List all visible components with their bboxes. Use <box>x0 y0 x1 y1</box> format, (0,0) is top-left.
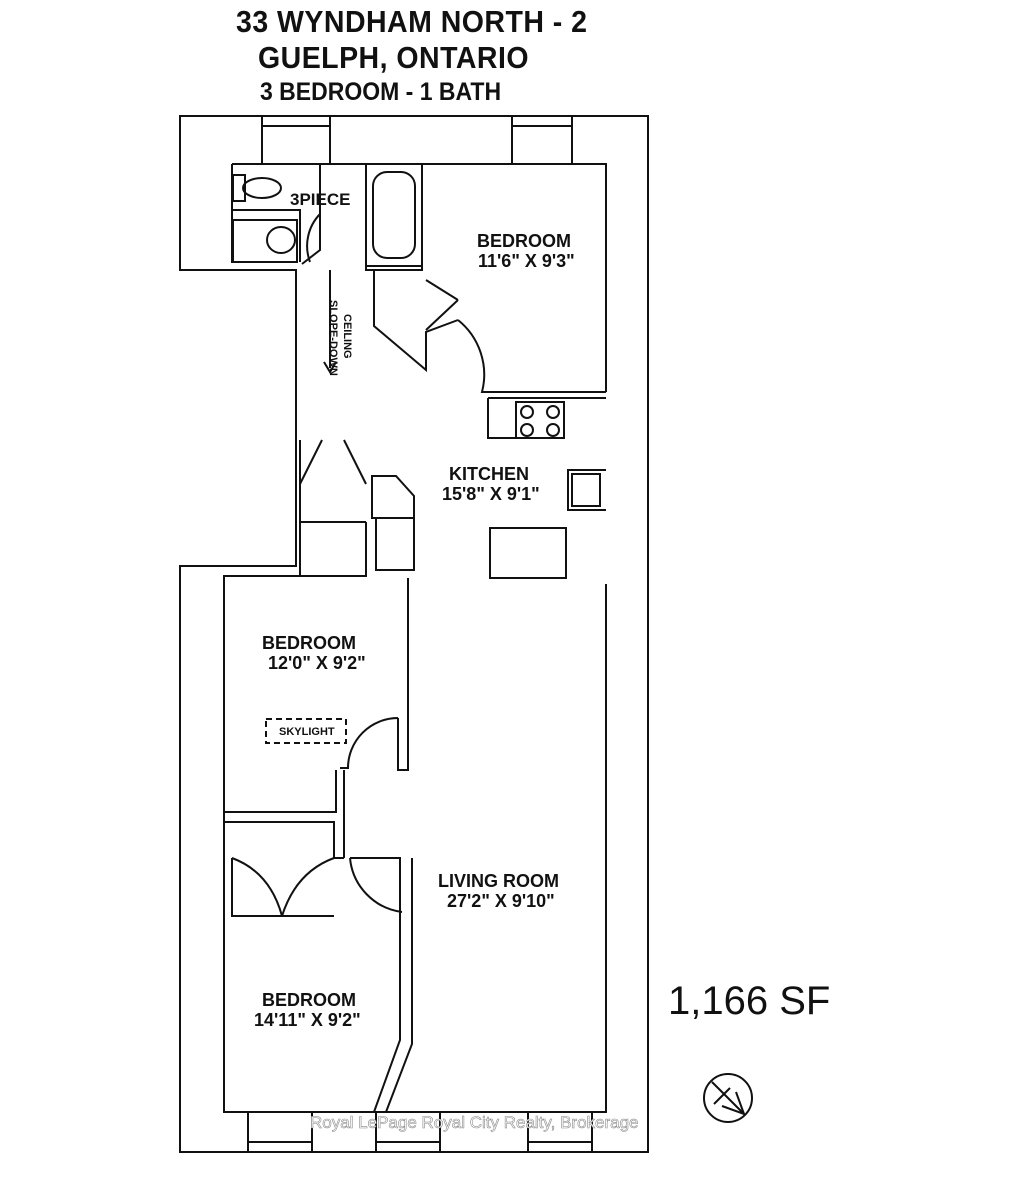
window-top-right <box>511 116 573 164</box>
bathtub-inner <box>372 171 416 259</box>
left-closet-doors <box>299 439 367 485</box>
bath-partition <box>232 164 321 265</box>
note-skylight: SKYLIGHT <box>279 726 335 738</box>
size-bedroom-top: 11'6" X 9'3" <box>478 251 575 271</box>
size-bedroom-bottom: 14'11" X 9'2" <box>254 1010 361 1030</box>
kitchen-counter-top <box>487 397 606 439</box>
bath-sink-counter <box>232 219 298 263</box>
skylight <box>265 718 347 744</box>
size-bedroom-mid: 12'0" X 9'2" <box>268 653 366 673</box>
total-square-footage: 1,166 SF <box>668 979 831 1023</box>
slope-arrow-icon <box>323 270 337 374</box>
mid-bedroom-door <box>340 717 399 769</box>
top-bedroom-door <box>457 319 606 393</box>
bottom-bedroom-wall <box>224 821 413 1113</box>
plan-unit-summary: 3 BEDROOM - 1 BATH <box>260 78 502 106</box>
size-kitchen: 15'8" X 9'1" <box>442 484 540 504</box>
stove-burner-1 <box>520 405 534 419</box>
chimney <box>371 475 415 571</box>
kitchen-sink <box>571 473 601 507</box>
plan-city: GUELPH, ONTARIO <box>258 40 529 75</box>
left-closet <box>299 440 367 577</box>
stove-burner-2 <box>546 405 560 419</box>
toilet-bowl <box>242 177 282 199</box>
bath-door-swing <box>306 213 321 263</box>
window-bottom-mid <box>375 1112 441 1152</box>
kitchen-counter-right <box>567 469 606 511</box>
stove-burner-4 <box>546 423 560 437</box>
window-top-left <box>261 116 331 164</box>
plan-address: 33 WYNDHAM NORTH - 2 <box>236 4 588 39</box>
kitchen-counter-lower <box>489 527 567 579</box>
note-slope-down: SLOPE-DOWN <box>327 300 339 376</box>
size-living-room: 27'2" X 9'10" <box>447 891 555 911</box>
exterior-wall-outer <box>179 115 649 1153</box>
stove <box>515 401 565 439</box>
toilet-tank <box>232 174 246 202</box>
window-bottom-left <box>247 1112 313 1152</box>
label-bedroom-mid: BEDROOM <box>262 633 356 653</box>
mid-bedroom-wall-bottom <box>224 770 345 858</box>
north-arrow-icon <box>703 1073 753 1123</box>
bottom-closet-wall <box>231 858 334 917</box>
stove-burner-3 <box>520 423 534 437</box>
window-bottom-right <box>527 1112 593 1152</box>
bottom-closet-doors <box>231 857 335 917</box>
label-bedroom-top: BEDROOM <box>477 231 571 251</box>
label-living-room: LIVING ROOM <box>438 871 559 891</box>
bottom-bedroom-door <box>349 857 403 913</box>
mid-bedroom-wall-right <box>397 578 409 771</box>
label-kitchen: KITCHEN <box>449 464 529 484</box>
label-bedroom-bottom: BEDROOM <box>262 990 356 1010</box>
watermark: Royal LePage Royal City Realty, Brokerag… <box>310 1113 639 1132</box>
top-closet-wall <box>365 164 459 373</box>
label-bath: 3PIECE <box>290 190 350 209</box>
note-ceiling: CEILING <box>341 314 353 359</box>
bath-sink-bowl <box>266 226 296 254</box>
top-closet-doors <box>425 279 459 331</box>
